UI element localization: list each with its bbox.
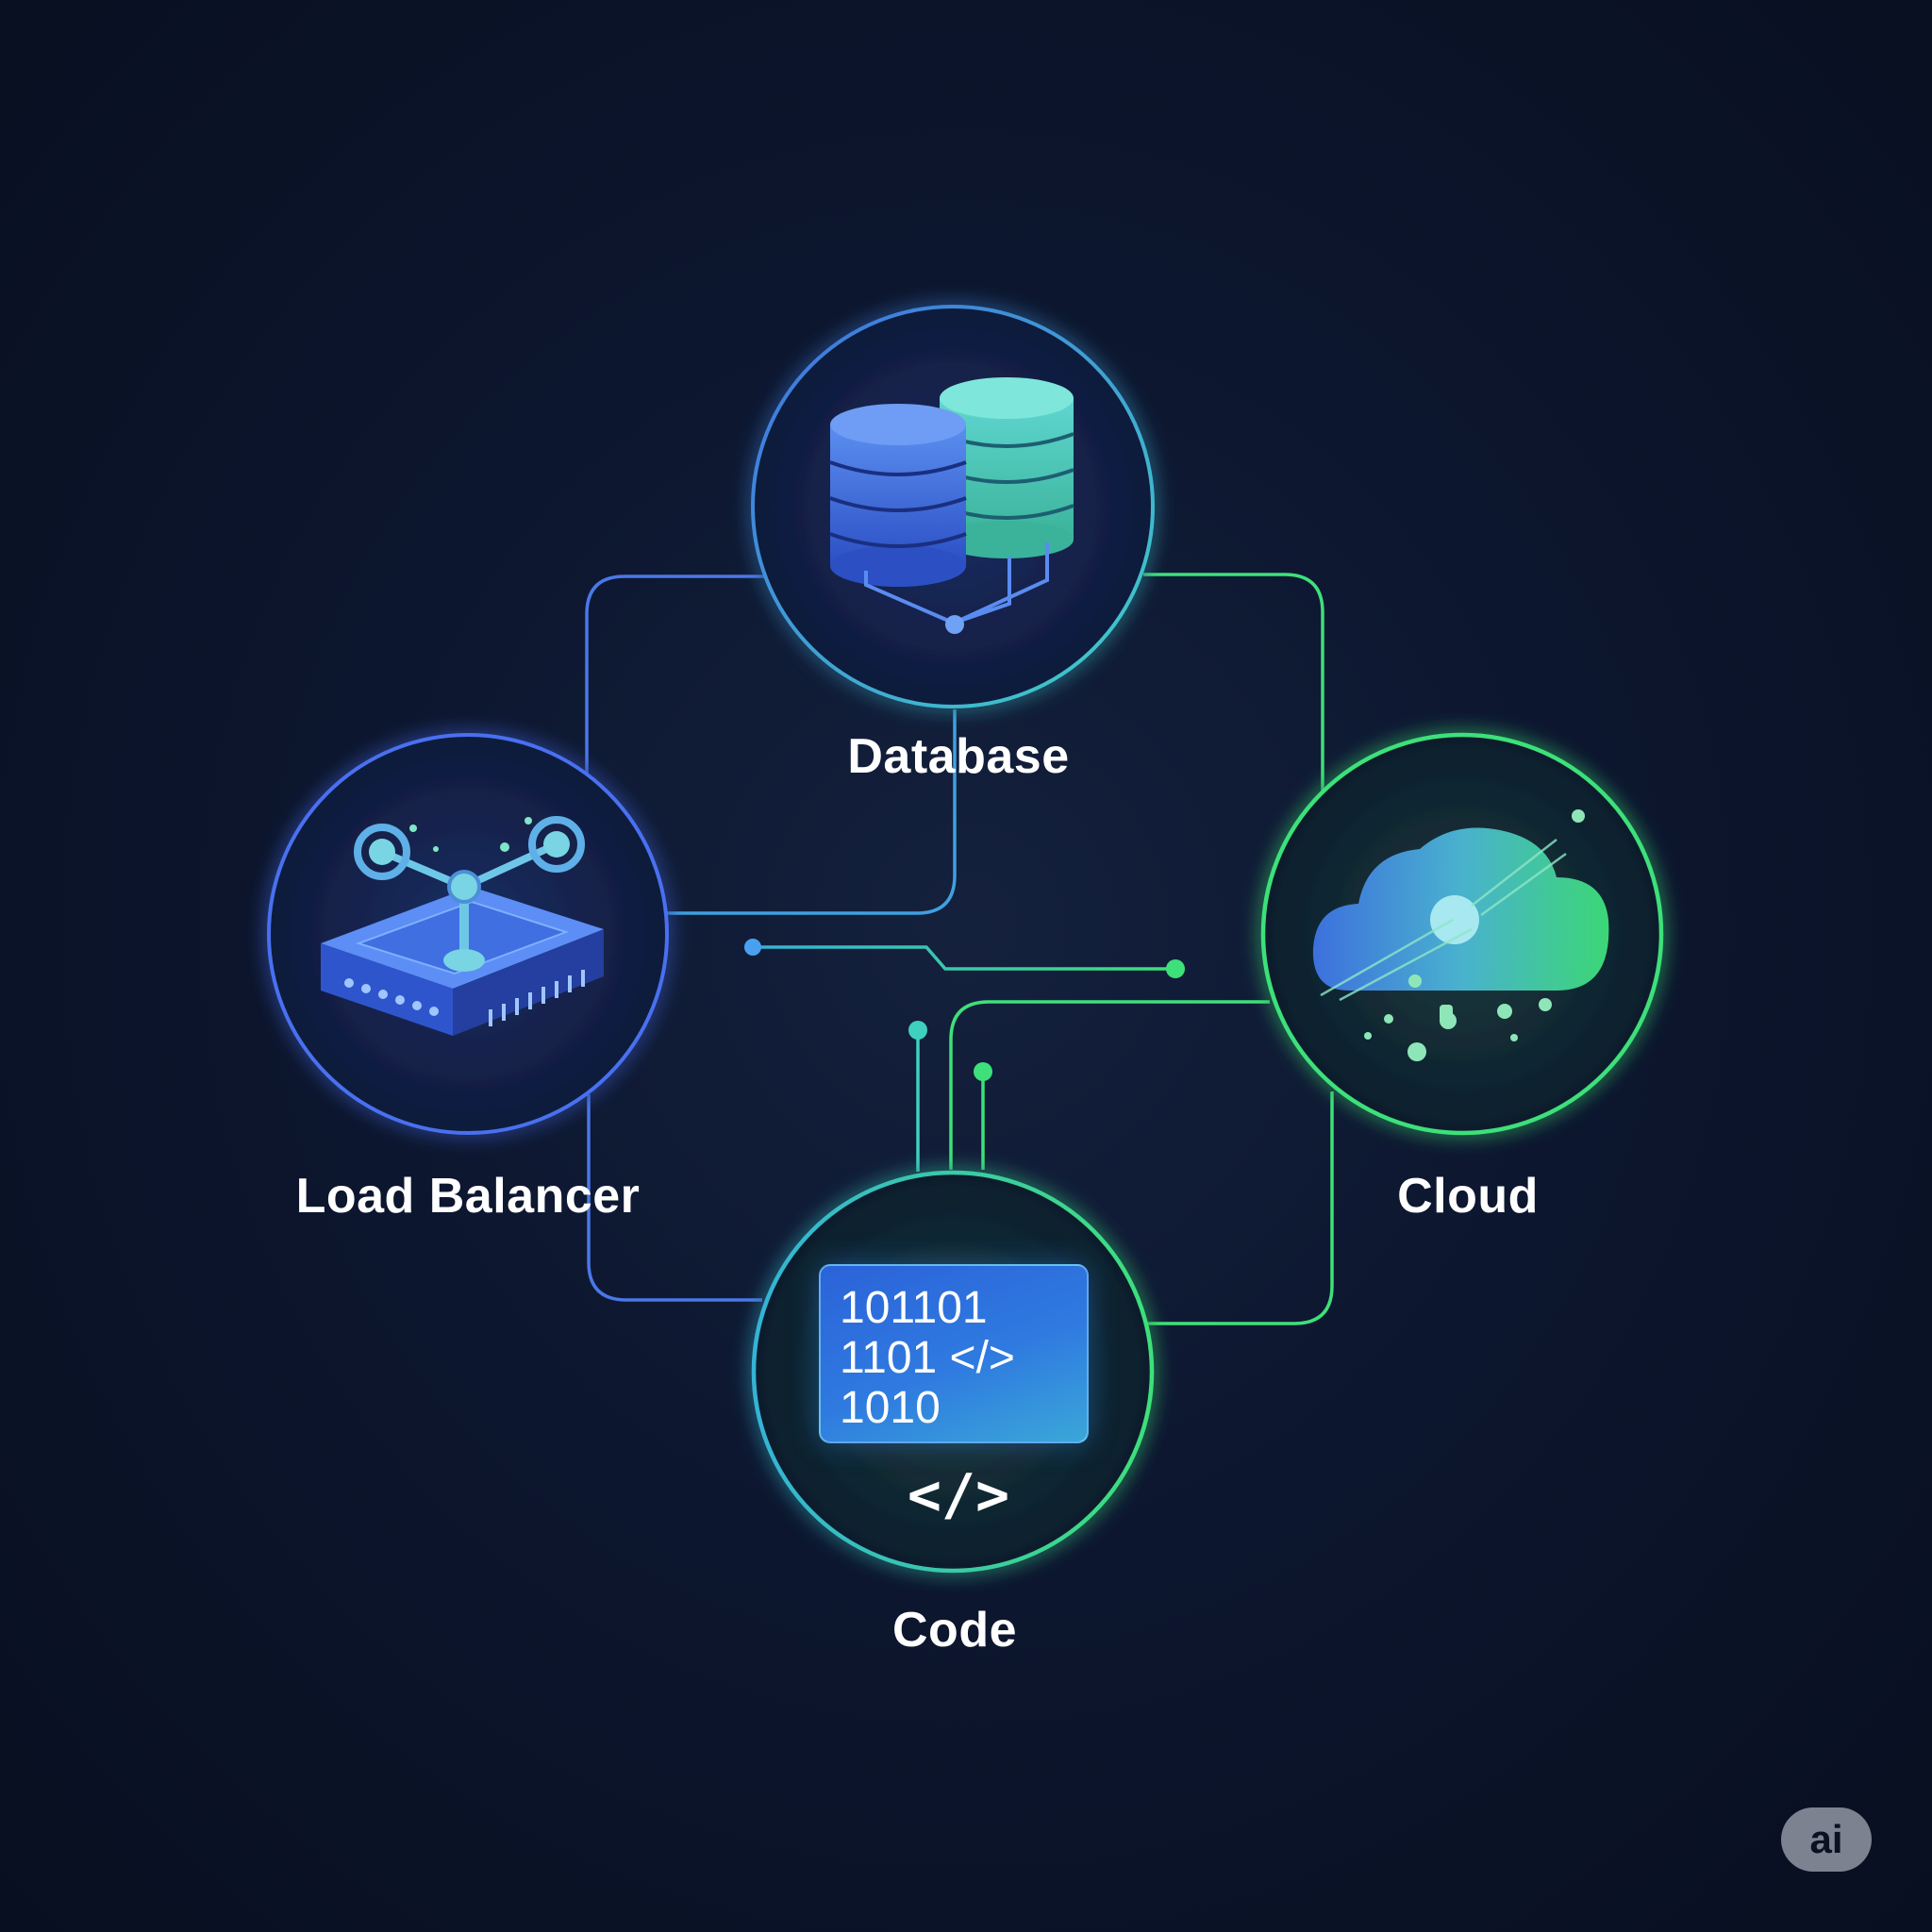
stub-dot-2	[974, 1062, 992, 1081]
cloud-label: Cloud	[1397, 1169, 1539, 1224]
database-stack-icon	[829, 377, 1074, 634]
code-line: 1010	[840, 1383, 941, 1433]
code-line: 101101	[840, 1283, 988, 1333]
connector-lines	[585, 573, 1334, 1325]
stub-dot-1	[908, 1021, 927, 1040]
code-tag-icon: </>	[907, 1462, 1010, 1528]
connector-dots	[744, 939, 1185, 1081]
ai-badge: ai	[1781, 1807, 1872, 1872]
code-line: 1101 </>	[840, 1333, 1015, 1383]
line-mid-signal	[753, 945, 1175, 971]
cloud-node	[1260, 732, 1664, 1136]
database-node	[751, 305, 1155, 708]
line-loadbalancer-to-code	[587, 1094, 762, 1302]
line-database-down	[666, 709, 957, 915]
line-code-to-cloud	[1147, 1091, 1334, 1325]
database-label: Database	[847, 729, 1070, 784]
cloud-icon	[1312, 809, 1609, 1061]
line-database-to-loadbalancer	[585, 575, 766, 774]
load-balancer-device-icon	[321, 816, 604, 1036]
signal-dot-right	[1166, 959, 1185, 978]
line-cloud-to-code-a	[949, 1000, 1270, 1170]
line-database-to-cloud	[1143, 573, 1324, 791]
load-balancer-label: Load Balancer	[295, 1169, 641, 1224]
load-balancer-node	[267, 733, 669, 1135]
code-label: Code	[892, 1603, 1017, 1657]
signal-dot-left	[744, 939, 761, 956]
code-screen-icon: 101101 1101 </> 1010	[819, 1264, 1089, 1443]
